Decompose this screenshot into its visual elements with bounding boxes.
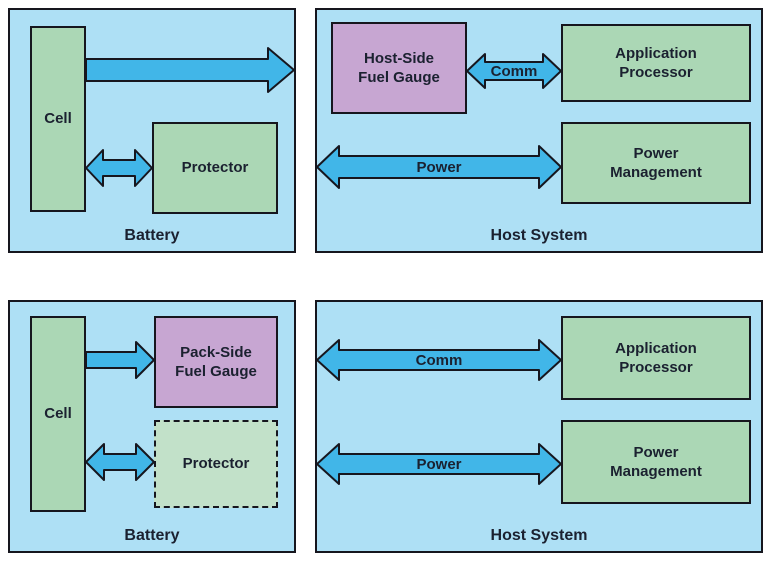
application-processor-box: Application Processor — [561, 316, 751, 400]
application-processor-box: Application Processor — [561, 24, 751, 102]
cell-to-fuel-gauge-arrow — [85, 341, 155, 379]
cell-label: Cell — [44, 110, 72, 128]
comm-arrow-label: Comm — [415, 351, 463, 369]
battery-panel-bottom: Cell Pack-Side Fuel Gauge Protector Batt… — [8, 300, 296, 553]
pack-side-fuel-gauge-box: Pack-Side Fuel Gauge — [154, 316, 278, 408]
protector-box: Protector — [152, 122, 278, 214]
host-system-title: Host System — [490, 527, 588, 544]
cell-protector-double-arrow — [85, 149, 153, 187]
host-side-fuel-gauge-box: Host-Side Fuel Gauge — [331, 22, 467, 114]
battery-title: Battery — [124, 227, 180, 244]
power-arrow-shape — [316, 145, 562, 189]
comm-arrow-shape — [466, 53, 562, 89]
cell-box: Cell — [30, 26, 86, 212]
host-system-panel-top: Host-Side Fuel Gauge Application Process… — [315, 8, 763, 253]
application-processor-label: Application Processor — [615, 339, 697, 377]
protector-label: Protector — [182, 455, 250, 473]
host-side-fuel-gauge-label: Host-Side Fuel Gauge — [358, 49, 440, 87]
power-management-box: Power Management — [561, 420, 751, 504]
power-double-arrow: Power — [316, 443, 562, 485]
host-system-panel-bottom: Application Processor Comm Power Managem… — [315, 300, 763, 553]
battery-panel-top: Cell Protector Battery — [8, 8, 296, 253]
power-management-label: Power Management — [610, 443, 702, 481]
comm-arrow-shape — [316, 339, 562, 381]
power-arrow-label: Power — [416, 158, 462, 176]
power-arrow-shape — [316, 443, 562, 485]
protector-box-dashed: Protector — [154, 420, 278, 508]
power-management-label: Power Management — [610, 144, 702, 182]
cell-to-host-arrow — [85, 47, 295, 93]
power-double-arrow: Power — [316, 145, 562, 189]
comm-double-arrow: Comm — [316, 339, 562, 381]
protector-label: Protector — [181, 159, 249, 177]
application-processor-label: Application Processor — [615, 44, 697, 82]
comm-double-arrow: Comm — [466, 53, 562, 89]
cell-protector-double-arrow — [85, 443, 155, 481]
cell-box: Cell — [30, 316, 86, 512]
host-system-title: Host System — [490, 227, 588, 244]
power-arrow-label: Power — [416, 455, 462, 473]
pack-side-fuel-gauge-label: Pack-Side Fuel Gauge — [175, 343, 257, 381]
battery-title: Battery — [124, 527, 180, 544]
comm-arrow-label: Comm — [490, 62, 538, 80]
power-management-box: Power Management — [561, 122, 751, 204]
cell-label: Cell — [44, 405, 72, 423]
